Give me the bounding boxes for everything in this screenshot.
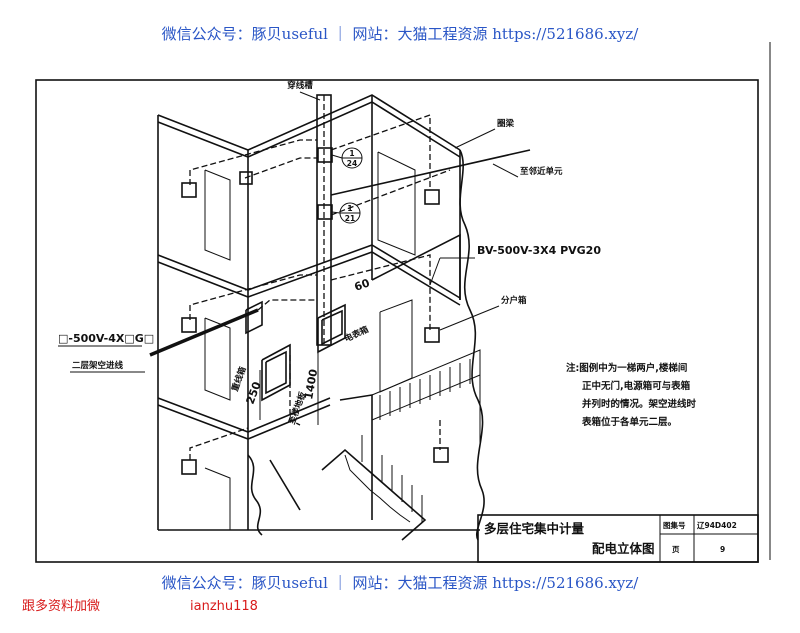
label-branch-box: 分户箱 (501, 295, 527, 306)
building-isometric (157, 94, 485, 541)
note-line-2: 正中无门,电源箱可与表箱 (582, 380, 691, 392)
label-left-spec: □-500V-4X□G□ (58, 332, 154, 345)
dim-250: 250 (244, 380, 264, 406)
dim-1400: 1400 (302, 368, 320, 401)
contact-id: ianzhu118 (190, 599, 258, 614)
label-to-unit: 至邻近单元 (520, 166, 563, 177)
equipment-boxes (181, 147, 449, 475)
label-cable-spec: BV-500V-3X4 PVG20 (477, 244, 601, 257)
note-block: 注:图例中为一梯两户,楼梯间 正中无门,电源箱可与表箱 并列时的情况。架空进线时… (566, 362, 697, 428)
wiring (149, 94, 531, 511)
label-ring-beam: 圈梁 (497, 118, 515, 129)
label-cable-tray: 穿线槽 (287, 80, 313, 91)
label-meter-box: 电表箱 (343, 324, 371, 345)
atlas-no: 辽94D402 (697, 520, 737, 530)
atlas-label: 图集号 (663, 520, 686, 530)
note-line-3: 并列时的情况。架空进线时 (582, 398, 697, 410)
dim-60: 60 (353, 276, 372, 294)
callout-1-num: 1 (349, 149, 354, 158)
note-line-4: 表箱位于各单元二层。 (581, 416, 677, 428)
watermark-top: 微信公众号：豚贝useful ｜ 网站：大猫工程资源 https://52168… (162, 25, 640, 43)
page-label: 页 (672, 545, 680, 554)
watermark-bottom: 微信公众号：豚贝useful ｜ 网站：大猫工程资源 https://52168… (162, 574, 640, 592)
title-block: 多层住宅集中计量 配电立体图 图集号 辽94D402 页 9 (477, 514, 759, 563)
callout-2: 1 21 (331, 202, 361, 224)
label-second-floor: 二层架空进线 (72, 360, 124, 371)
title-line-2: 配电立体图 (592, 541, 655, 556)
note-line-1: 注:图例中为一梯两户,楼梯间 (566, 362, 687, 374)
label-main-trunk: 重线箱 (229, 365, 248, 393)
page-no: 9 (720, 545, 725, 554)
title-line-1: 多层住宅集中计量 (484, 521, 585, 536)
contact-label: 跟多资料加微 (22, 598, 100, 614)
callout-2-num: 1 (347, 204, 352, 213)
sheet-frame (35, 42, 771, 563)
callout-1-den: 24 (347, 159, 357, 168)
callout-1: 1 24 (331, 147, 363, 169)
callout-2-den: 21 (345, 214, 355, 223)
